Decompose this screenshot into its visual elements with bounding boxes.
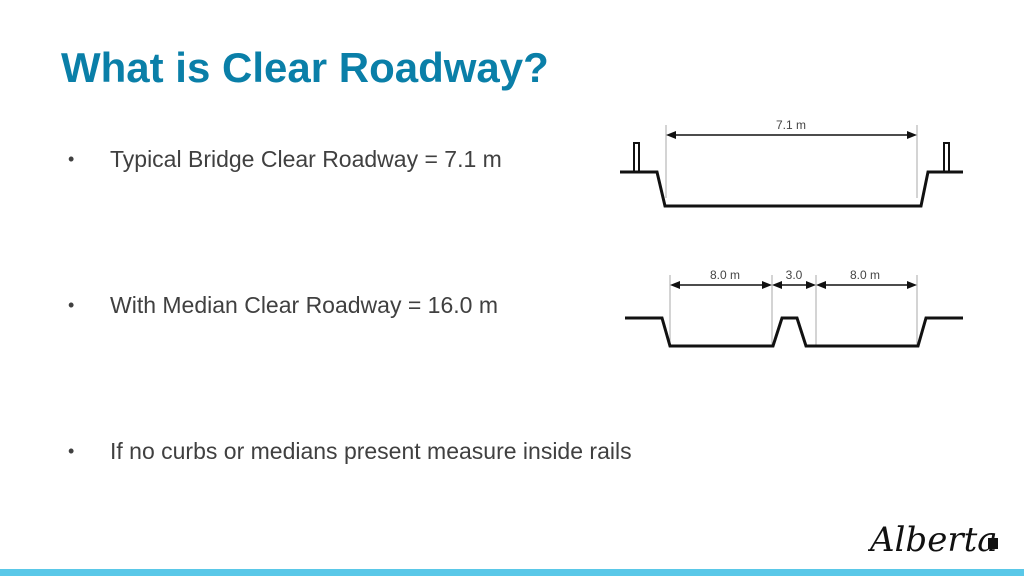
- bullet-marker: •: [68, 441, 75, 461]
- dimension-label-left: 8.0 m: [710, 268, 740, 282]
- bullet-median-roadway: • With Median Clear Roadway = 16.0 m: [68, 292, 498, 319]
- bullet-marker: •: [68, 149, 75, 169]
- bullet-text: Typical Bridge Clear Roadway = 7.1 m: [110, 146, 502, 172]
- typical-bridge-diagram: 7.1 m: [610, 110, 980, 220]
- dimension-label: 7.1 m: [776, 118, 806, 132]
- logo-mark-icon: [988, 538, 998, 549]
- alberta-logo: Alberta: [867, 515, 1003, 565]
- logo-wordmark: Alberta: [868, 520, 998, 560]
- dimension-label-right: 8.0 m: [850, 268, 880, 282]
- bullet-text: If no curbs or medians present measure i…: [110, 438, 632, 464]
- bullet-marker: •: [68, 295, 75, 315]
- bullet-text: With Median Clear Roadway = 16.0 m: [110, 292, 498, 318]
- dimension-label-median: 3.0: [786, 268, 803, 282]
- bullet-typical-roadway: • Typical Bridge Clear Roadway = 7.1 m: [68, 146, 502, 173]
- slide-title: What is Clear Roadway?: [61, 44, 549, 91]
- footer-accent-bar: [0, 569, 1024, 576]
- bullet-no-curbs: • If no curbs or medians present measure…: [68, 438, 632, 465]
- median-bridge-diagram: 8.0 m 3.0 8.0 m: [610, 260, 980, 360]
